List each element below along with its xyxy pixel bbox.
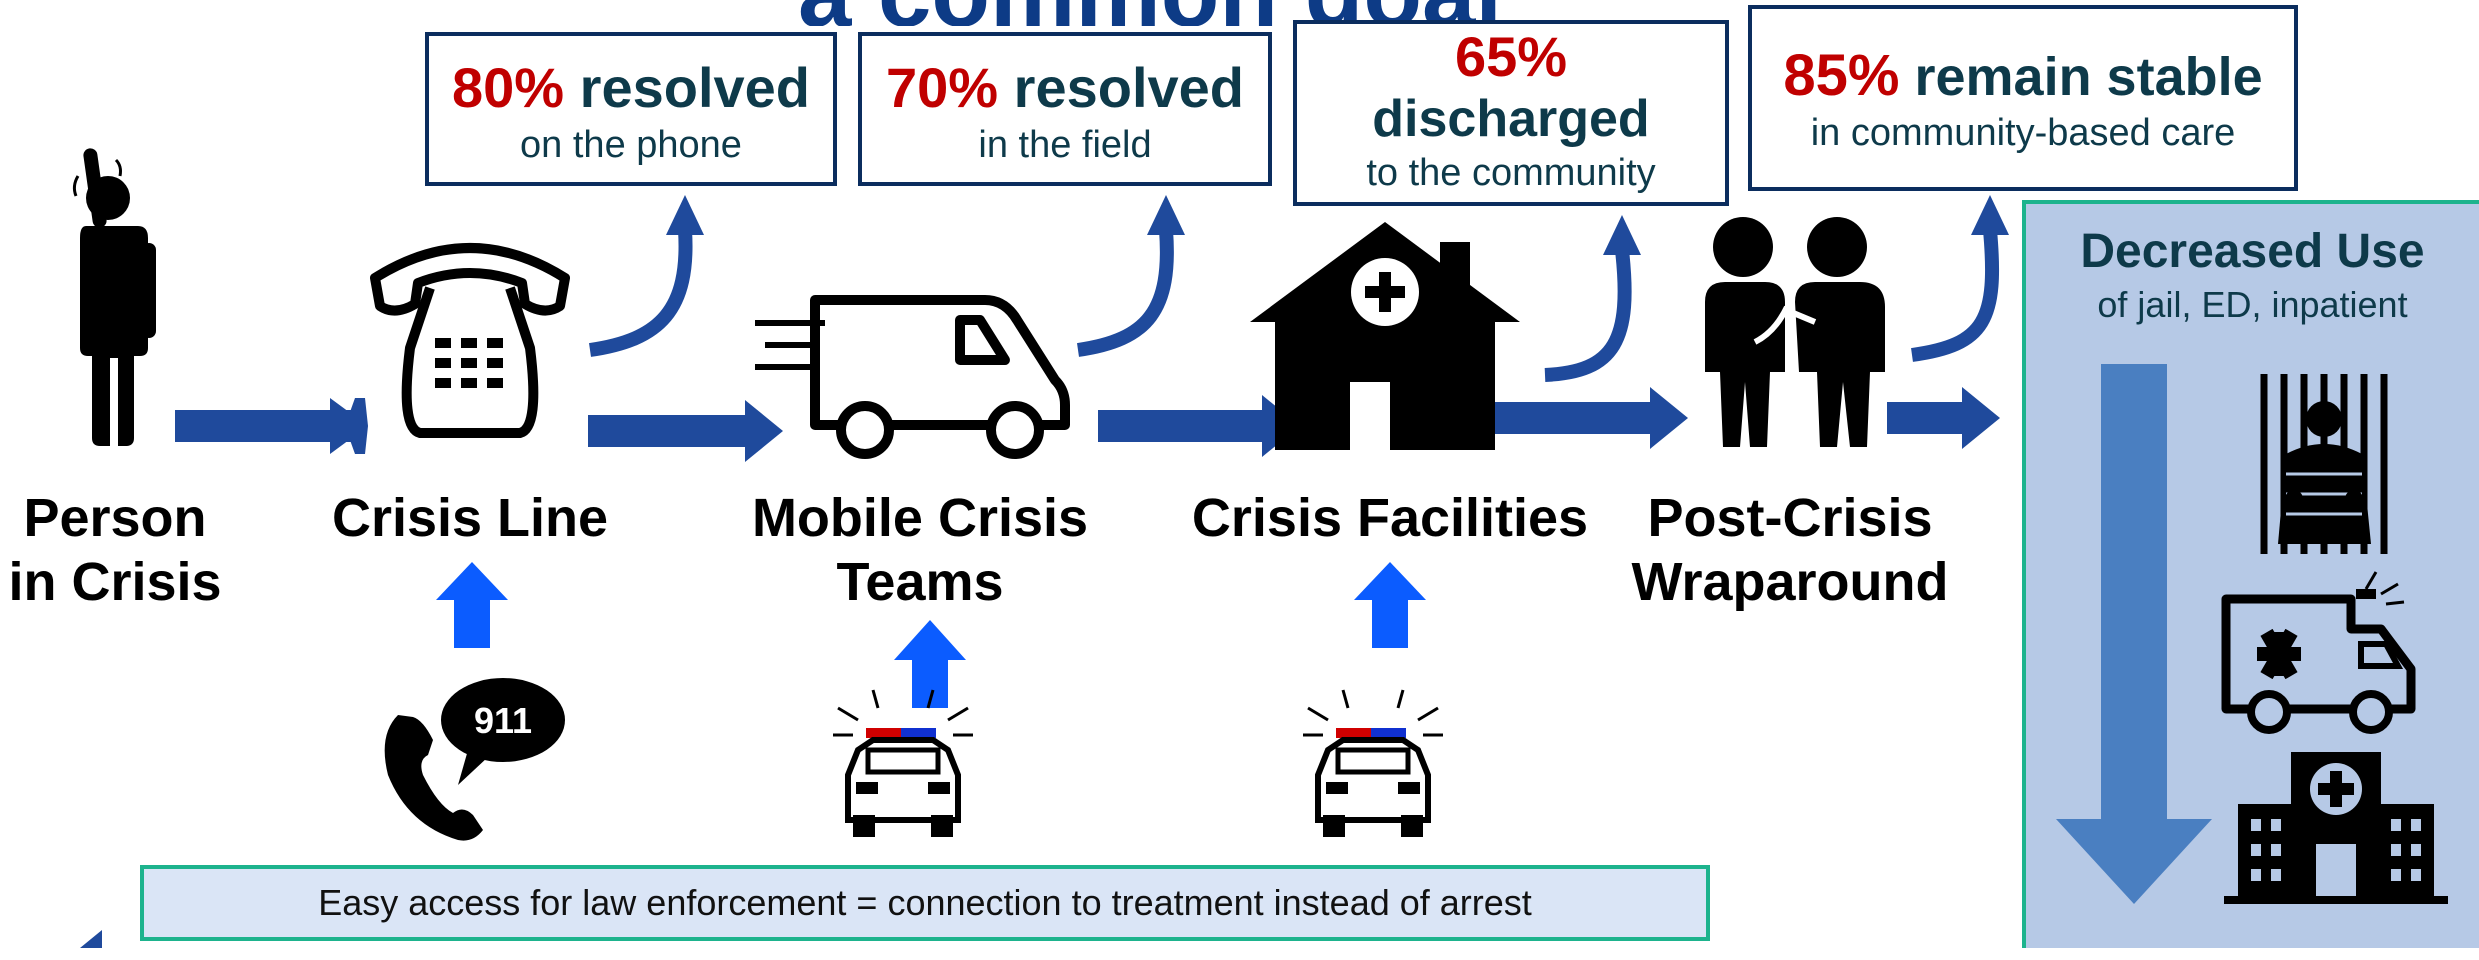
stage-line1: Crisis Line	[331, 488, 609, 548]
stage-line1: Mobile Crisis	[751, 488, 1089, 548]
decreased-use-panel: Decreased Use of jail, ED, inpatient	[2022, 200, 2479, 948]
outcome-sub: on the phone	[520, 124, 742, 166]
stage-line2: Wraparound	[1631, 552, 1949, 612]
outcome-main: resolved	[1013, 56, 1244, 119]
stage-label-crisis-facilities: Crisis Facilities	[1180, 486, 1600, 550]
outcome-box-mobile-crisis: 70% resolved in the field	[858, 32, 1272, 186]
curved-arrow-head-2	[1147, 195, 1185, 235]
outcome-pct: 85%	[1783, 43, 1900, 108]
stage-line2: in Crisis	[8, 552, 222, 612]
curved-arrow-4	[1911, 229, 2000, 362]
stage-label-mobile-crisis: Mobile Crisis Teams	[740, 486, 1100, 614]
outcome-main: remain stable	[1914, 47, 2263, 107]
911-label: 911	[474, 700, 532, 741]
flow-arrow-2	[588, 400, 783, 462]
outcome-box-crisis-line: 80% resolved on the phone	[425, 32, 837, 186]
flow-arrow-5	[1887, 387, 2000, 449]
outcome-pct: 70%	[886, 56, 999, 119]
curved-arrow-2	[1077, 229, 1174, 357]
curved-arrow-3	[1544, 249, 1632, 382]
law-enforcement-note: Easy access for law enforcement = connec…	[140, 865, 1710, 941]
curved-arrow-head-4	[1971, 195, 2009, 235]
curved-arrow-head-1	[666, 195, 704, 235]
outcome-pct: 80%	[452, 56, 565, 119]
person-waving-icon	[72, 148, 156, 446]
phone-911-icon: 911	[384, 678, 565, 841]
panel-graphics	[2056, 364, 2448, 904]
van-icon	[755, 295, 1070, 459]
hospital-icon	[2224, 752, 2448, 904]
outcome-main: resolved	[579, 56, 810, 119]
outcome-sub: to the community	[1366, 152, 1656, 194]
supporting-people-icon	[1705, 217, 1885, 447]
police-car-icon	[1303, 689, 1443, 837]
stage-line1: Person	[23, 488, 207, 548]
curved-arrow-1	[589, 229, 693, 357]
up-arrow-3	[1354, 562, 1426, 648]
decreased-use-title: Decreased Use	[2080, 225, 2425, 278]
flow-arrow-1	[175, 398, 368, 454]
curved-arrow-head-3	[1603, 215, 1641, 255]
stage-label-post-crisis: Post-Crisis Wraparound	[1620, 486, 1960, 614]
up-arrow-1	[436, 562, 508, 648]
stage-label-crisis-line: Crisis Line	[320, 486, 620, 550]
outcome-sub: in community-based care	[1810, 112, 2236, 154]
flow-arrow-4	[1487, 387, 1688, 449]
outcome-sub: in the field	[978, 124, 1152, 166]
decrease-arrow	[2056, 364, 2212, 904]
stage-label-person: Person in Crisis	[0, 486, 230, 614]
outcome-main: discharged	[1372, 90, 1650, 148]
outcome-box-crisis-facilities: 65% discharged to the community	[1293, 20, 1729, 206]
crisis-house-icon	[1250, 222, 1520, 450]
outcome-pct: 65%	[1454, 25, 1568, 88]
stage-line1: Crisis Facilities	[1191, 488, 1589, 548]
jail-icon	[2260, 374, 2388, 554]
telephone-icon	[370, 243, 570, 438]
partial-arrow-icon	[80, 930, 102, 948]
stage-line2: Teams	[836, 552, 1004, 612]
ambulance-icon	[2221, 571, 2416, 734]
stage-line1: Post-Crisis	[1647, 488, 1933, 548]
outcome-box-post-crisis: 85% remain stable in community-based car…	[1748, 5, 2298, 191]
law-enforcement-note-text: Easy access for law enforcement = connec…	[318, 882, 1532, 923]
police-car-icon	[833, 689, 973, 837]
decreased-use-subtitle: of jail, ED, inpatient	[2097, 284, 2408, 325]
